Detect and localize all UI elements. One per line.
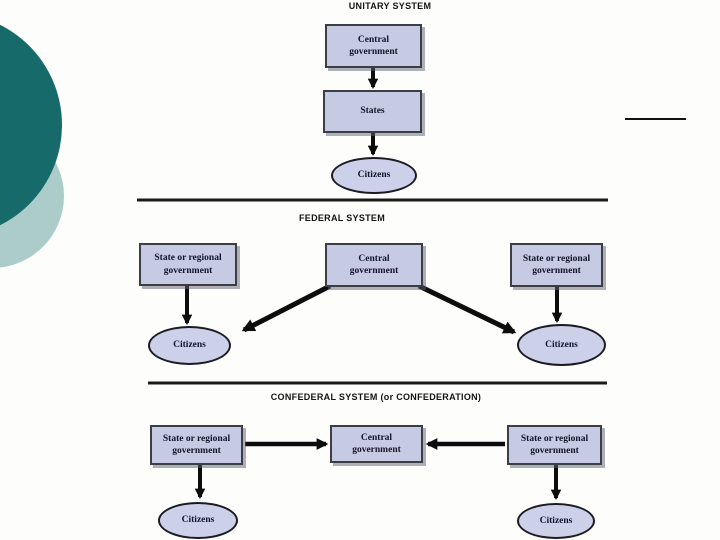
confederal-central-government-box: Central government: [330, 425, 423, 463]
arrow-federal-central-to-left-citizens: [241, 283, 332, 333]
federal-section-title: FEDERAL SYSTEM: [298, 213, 386, 223]
node-label: State or regional government: [154, 253, 222, 276]
federal-left-citizens-ellipse: Citizens: [148, 326, 231, 365]
node-label: Citizens: [173, 340, 206, 351]
federal-left-state-box: State or regional government: [139, 243, 237, 286]
federal-right-state-box: State or regional government: [510, 243, 603, 287]
confederal-left-citizens-ellipse: Citizens: [158, 502, 238, 539]
unitary-states-box: States: [323, 90, 422, 133]
node-label: Citizens: [181, 515, 215, 526]
confederal-right-citizens-ellipse: Citizens: [517, 503, 595, 539]
node-label: Central government: [352, 432, 401, 455]
node-label: Central government: [349, 34, 398, 57]
confederal-right-state-box: State or regional government: [507, 425, 602, 465]
unitary-citizens-ellipse: Citizens: [331, 157, 417, 194]
federal-central-government-box: Central government: [325, 243, 423, 287]
confederal-left-state-box: State or regional government: [150, 425, 243, 465]
unitary-central-government-box: Central government: [325, 24, 422, 68]
node-label: Citizens: [539, 515, 573, 526]
node-label: State or regional government: [520, 433, 589, 456]
node-label: State or regional government: [522, 253, 591, 276]
unitary-section-title: UNITARY SYSTEM: [348, 1, 432, 11]
node-label: State or regional government: [162, 433, 231, 456]
arrow-federal-central-to-right-citizens: [417, 283, 517, 335]
federal-right-citizens-ellipse: Citizens: [517, 324, 606, 366]
node-label: Citizens: [545, 339, 578, 350]
node-label: Central government: [349, 253, 399, 276]
confederal-section-title: CONFEDERAL SYSTEM (or CONFEDERATION): [270, 392, 482, 402]
node-label: Citizens: [357, 170, 391, 181]
node-label: States: [360, 106, 385, 117]
